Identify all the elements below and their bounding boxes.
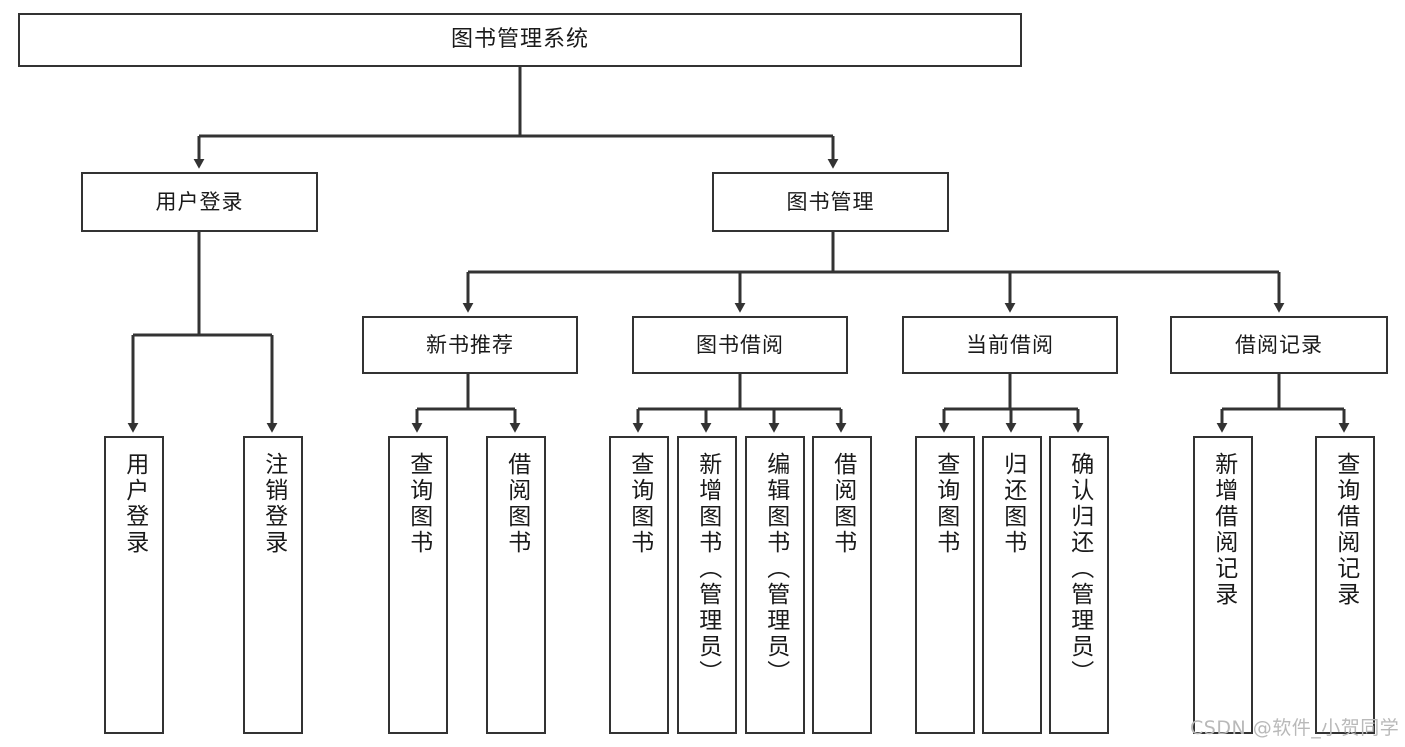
node-book-manage-label: 图书管理 bbox=[786, 189, 875, 214]
node-leaf-confirm-return[interactable]: 确认归还（管理员） bbox=[1049, 436, 1109, 734]
node-leaf-borrow-book-1[interactable]: 借阅图书 bbox=[486, 436, 546, 734]
node-new-book-recommend[interactable]: 新书推荐 bbox=[362, 316, 578, 374]
node-leaf-add-record[interactable]: 新增借阅记录 bbox=[1193, 436, 1253, 734]
node-leaf-borrow-book-2[interactable]: 借阅图书 bbox=[812, 436, 872, 734]
node-new-book-recommend-label: 新书推荐 bbox=[426, 332, 514, 357]
node-current-borrow-label: 当前借阅 bbox=[966, 332, 1054, 357]
node-leaf-add-record-label: 新增借阅记录 bbox=[1210, 452, 1237, 608]
node-current-borrow[interactable]: 当前借阅 bbox=[902, 316, 1118, 374]
node-leaf-return-book[interactable]: 归还图书 bbox=[982, 436, 1042, 734]
node-user-login-label: 用户登录 bbox=[155, 189, 244, 214]
node-leaf-logout-login[interactable]: 注销登录 bbox=[243, 436, 303, 734]
node-leaf-borrow-book-1-label: 借阅图书 bbox=[503, 452, 530, 556]
node-leaf-query-book-3-label: 查询图书 bbox=[932, 452, 959, 556]
node-leaf-query-book-1[interactable]: 查询图书 bbox=[388, 436, 448, 734]
node-book-borrow[interactable]: 图书借阅 bbox=[632, 316, 848, 374]
node-leaf-query-record[interactable]: 查询借阅记录 bbox=[1315, 436, 1375, 734]
node-leaf-add-book-label: 新增图书（管理员） bbox=[694, 452, 721, 686]
node-leaf-edit-book-label: 编辑图书（管理员） bbox=[762, 452, 789, 686]
node-book-manage[interactable]: 图书管理 bbox=[712, 172, 949, 232]
node-leaf-query-book-1-label: 查询图书 bbox=[405, 452, 432, 556]
node-leaf-return-book-label: 归还图书 bbox=[999, 452, 1026, 556]
watermark-csdn: CSDN @软件_小贺同学 bbox=[1190, 717, 1400, 739]
node-root-label: 图书管理系统 bbox=[450, 27, 589, 53]
node-leaf-user-login-label: 用户登录 bbox=[121, 452, 148, 556]
node-leaf-add-book[interactable]: 新增图书（管理员） bbox=[677, 436, 737, 734]
node-root[interactable]: 图书管理系统 bbox=[18, 13, 1022, 67]
node-borrow-record[interactable]: 借阅记录 bbox=[1170, 316, 1388, 374]
node-leaf-query-record-label: 查询借阅记录 bbox=[1332, 452, 1359, 608]
node-leaf-query-book-2-label: 查询图书 bbox=[626, 452, 653, 556]
node-leaf-logout-login-label: 注销登录 bbox=[260, 452, 287, 556]
node-user-login[interactable]: 用户登录 bbox=[81, 172, 318, 232]
node-leaf-borrow-book-2-label: 借阅图书 bbox=[829, 452, 856, 556]
node-leaf-query-book-3[interactable]: 查询图书 bbox=[915, 436, 975, 734]
node-leaf-edit-book[interactable]: 编辑图书（管理员） bbox=[745, 436, 805, 734]
node-leaf-query-book-2[interactable]: 查询图书 bbox=[609, 436, 669, 734]
node-borrow-record-label: 借阅记录 bbox=[1235, 332, 1323, 357]
node-book-borrow-label: 图书借阅 bbox=[696, 332, 784, 357]
node-leaf-confirm-return-label: 确认归还（管理员） bbox=[1066, 452, 1093, 686]
node-leaf-user-login[interactable]: 用户登录 bbox=[104, 436, 164, 734]
